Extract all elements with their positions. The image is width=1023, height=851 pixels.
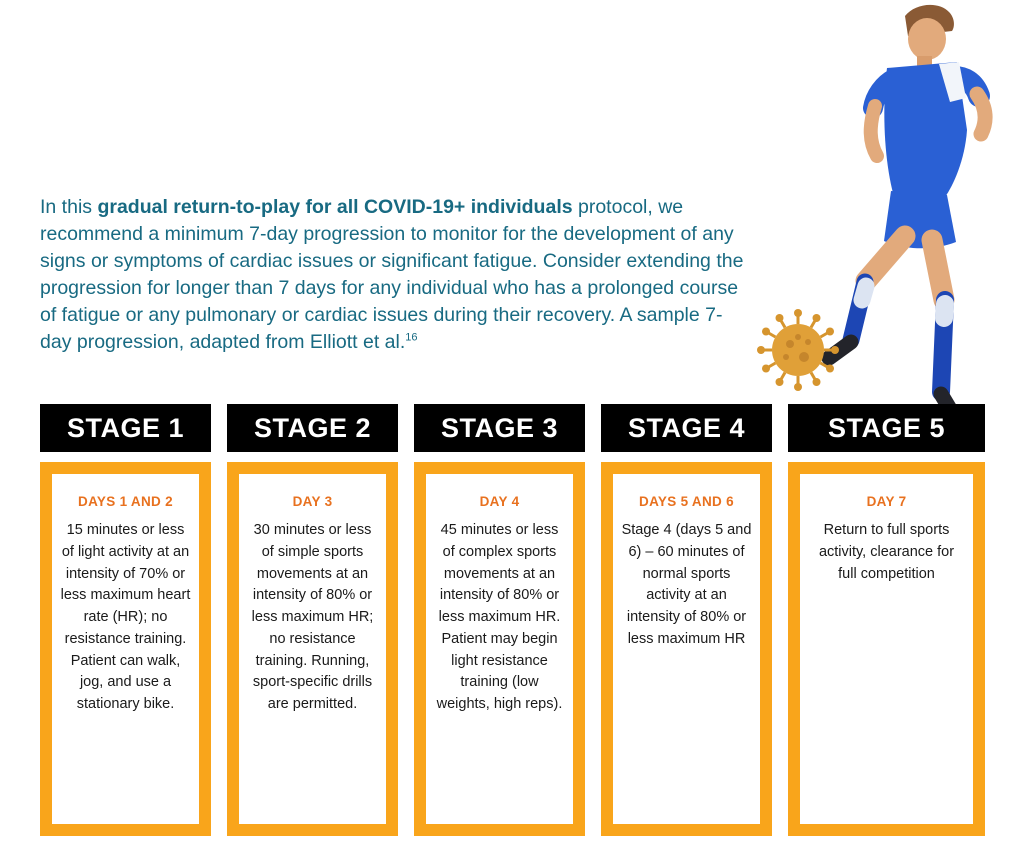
stage-column-2: STAGE 2 DAY 3 30 minutes or less of simp… [227, 404, 398, 836]
intro-text-bold: gradual return-to-play for all COVID-19+… [97, 196, 573, 218]
stage-1-header: STAGE 1 [40, 404, 211, 452]
stage-columns: STAGE 1 DAYS 1 AND 2 15 minutes or less … [40, 404, 985, 836]
stage-2-card: DAY 3 30 minutes or less of simple sport… [227, 462, 398, 836]
intro-text-after: protocol, we recommend a minimum 7-day p… [40, 196, 744, 353]
stage-column-3: STAGE 3 DAY 4 45 minutes or less of comp… [414, 404, 585, 836]
stage-2-header: STAGE 2 [227, 404, 398, 452]
stage-column-1: STAGE 1 DAYS 1 AND 2 15 minutes or less … [40, 404, 211, 836]
stage-4-header: STAGE 4 [601, 404, 772, 452]
stage-5-day-label: DAY 7 [866, 494, 907, 509]
stage-3-body: 45 minutes or less of complex sports mov… [436, 522, 563, 712]
stage-4-card: DAYS 5 AND 6 Stage 4 (days 5 and 6) – 60… [601, 462, 772, 836]
coronavirus-icon [757, 309, 839, 391]
stage-column-4: STAGE 4 DAYS 5 AND 6 Stage 4 (days 5 and… [601, 404, 772, 836]
stage-3-header: STAGE 3 [414, 404, 585, 452]
stage-1-body: 15 minutes or less of light activity at … [60, 522, 191, 712]
intro-paragraph: In this gradual return-to-play for all C… [40, 194, 746, 355]
stage-4-body: Stage 4 (days 5 and 6) – 60 minutes of n… [621, 522, 752, 647]
stage-5-body: Return to full sports activity, clearanc… [818, 522, 955, 582]
stage-5-card: DAY 7 Return to full sports activity, cl… [788, 462, 985, 836]
stage-3-day-label: DAY 4 [479, 494, 520, 509]
stage-column-5: STAGE 5 DAY 7 Return to full sports acti… [788, 404, 985, 836]
stage-2-day-label: DAY 3 [292, 494, 333, 509]
stage-5-header: STAGE 5 [788, 404, 985, 452]
citation-superscript: 16 [405, 331, 418, 344]
stage-1-card: DAYS 1 AND 2 15 minutes or less of light… [40, 462, 211, 836]
stage-4-day-label: DAYS 5 AND 6 [639, 494, 734, 509]
soccer-player-photo [821, 4, 993, 422]
intro-text-before: In this [40, 196, 98, 218]
stage-1-day-label: DAYS 1 AND 2 [78, 494, 173, 509]
stage-2-body: 30 minutes or less of simple sports move… [251, 522, 374, 712]
stage-3-card: DAY 4 45 minutes or less of complex spor… [414, 462, 585, 836]
